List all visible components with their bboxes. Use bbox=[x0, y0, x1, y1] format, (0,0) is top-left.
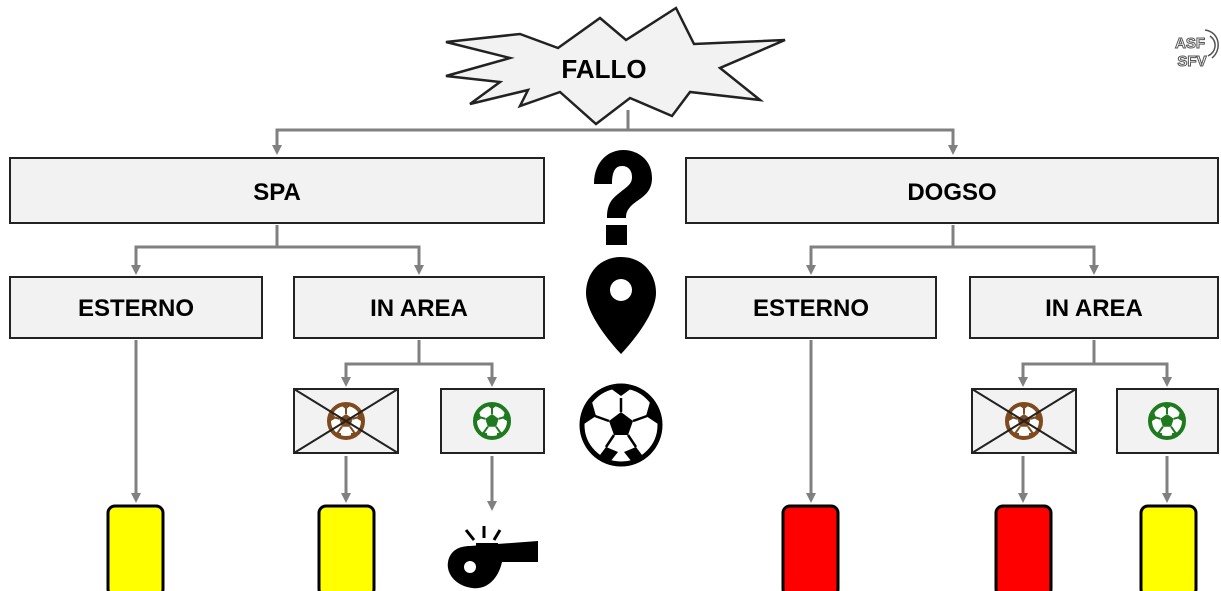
dogso-esterno-label: ESTERNO bbox=[753, 295, 869, 322]
connectors bbox=[131, 110, 1172, 511]
burst-label: FALLO bbox=[561, 54, 646, 84]
location-pin-icon bbox=[586, 257, 656, 354]
ball-icon bbox=[1148, 402, 1186, 440]
spa-esterno-box: ESTERNO bbox=[9, 276, 263, 339]
asf-sfv-logo: ASF SFV bbox=[1175, 29, 1219, 71]
red-card bbox=[994, 504, 1053, 591]
spa-ball-box bbox=[440, 388, 545, 454]
fallo-burst: FALLO bbox=[445, 6, 786, 126]
burst-shape bbox=[445, 6, 786, 126]
spa-inarea-label: IN AREA bbox=[370, 295, 468, 322]
connector-dogso-inarea bbox=[953, 245, 1099, 275]
spa-esterno-label: ESTERNO bbox=[78, 295, 194, 322]
connector-fallo-dogso bbox=[628, 128, 958, 155]
logo-swirl bbox=[1204, 29, 1219, 59]
soccer-ball-icon bbox=[579, 383, 663, 467]
logo-line2: SFV bbox=[1177, 53, 1206, 70]
logo-line1: ASF bbox=[1175, 35, 1205, 52]
dogso-box: DOGSO bbox=[685, 157, 1219, 224]
dogso-inarea-box: IN AREA bbox=[969, 276, 1219, 339]
yellow-card bbox=[317, 504, 376, 591]
connector-dogso-inarea-crossed bbox=[1018, 340, 1096, 387]
connector-spa-esterno bbox=[131, 225, 279, 275]
dogso-label: DOGSO bbox=[907, 179, 996, 206]
ball-icon bbox=[473, 402, 511, 440]
connector-spa-inarea bbox=[277, 245, 424, 275]
yellow-card bbox=[106, 504, 165, 591]
connector-spa-inarea-ball bbox=[419, 362, 497, 387]
connector-dogso-esterno bbox=[806, 225, 955, 275]
spa-inarea-box: IN AREA bbox=[293, 276, 545, 339]
dogso-esterno-box: ESTERNO bbox=[685, 276, 937, 339]
dogso-crossed-ball-box bbox=[971, 388, 1077, 454]
question-mark-icon bbox=[594, 150, 652, 245]
yellow-card bbox=[1139, 504, 1198, 591]
red-card bbox=[781, 504, 840, 591]
dogso-inarea-label: IN AREA bbox=[1045, 295, 1143, 322]
spa-box: SPA bbox=[9, 157, 545, 224]
connector-dogso-inarea-ball bbox=[1094, 362, 1172, 387]
connector-fallo-spa bbox=[272, 110, 630, 155]
spa-crossed-ball-box bbox=[293, 388, 399, 454]
whistle-icon bbox=[447, 526, 538, 589]
spa-label: SPA bbox=[253, 179, 301, 206]
dogso-ball-box bbox=[1116, 388, 1219, 454]
connector-spa-inarea-crossed bbox=[341, 340, 421, 387]
